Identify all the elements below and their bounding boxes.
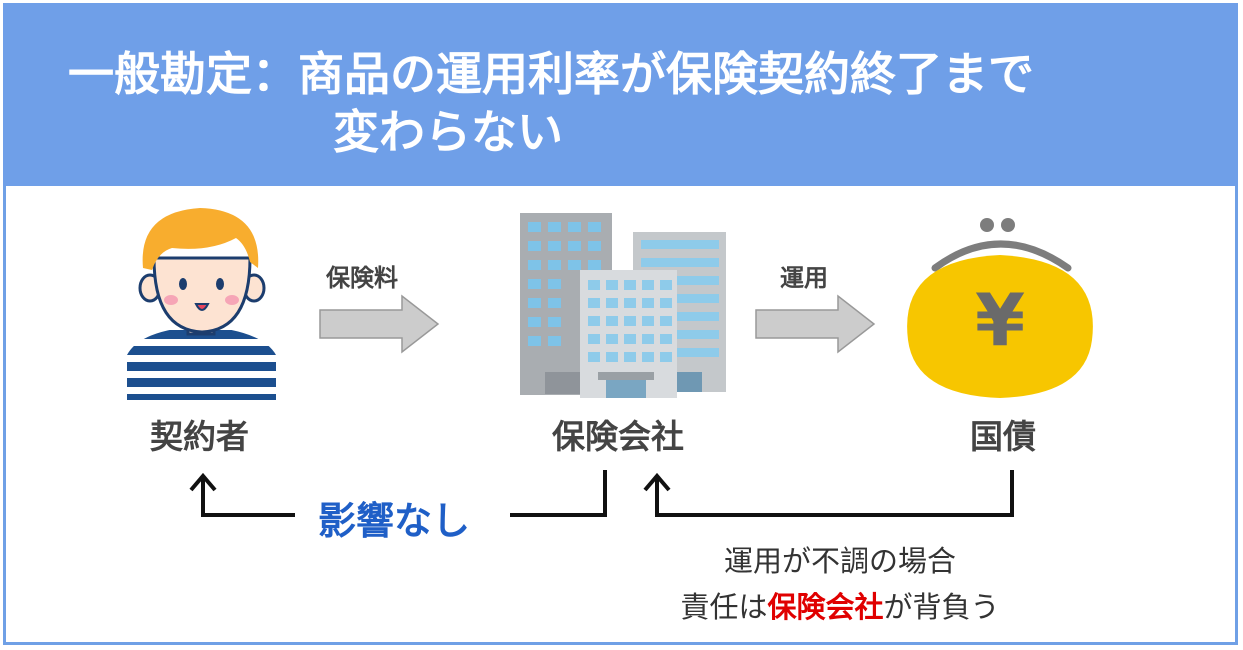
investment-arrow bbox=[755, 294, 876, 354]
note-line-2-prefix: 責任は bbox=[680, 590, 768, 624]
no-effect-label: 影響なし bbox=[318, 499, 471, 543]
note-line-2: 責任は保険会社が背負う bbox=[620, 584, 1060, 626]
note-line-2-suffix: が背負う bbox=[883, 590, 1000, 624]
responsibility-arrow bbox=[643, 470, 1014, 517]
title-line-1: 一般勘定：商品の運用利率が保険契約終了まで bbox=[68, 47, 1034, 101]
title-banner bbox=[3, 3, 1238, 186]
note-highlight-insurer: 保険会社 bbox=[767, 590, 884, 624]
insurer-building-illustration bbox=[520, 213, 726, 398]
policyholder-label: 契約者 bbox=[150, 417, 249, 456]
premium-label: 保険料 bbox=[326, 263, 398, 292]
bonds-purse-illustration bbox=[907, 218, 1093, 398]
title-line-2: 変わらない bbox=[333, 105, 563, 159]
no-effect-arrow bbox=[189, 470, 607, 517]
yen-icon: ¥ bbox=[974, 278, 1026, 362]
insurer-label: 保険会社 bbox=[552, 417, 684, 456]
bonds-label: 国債 bbox=[970, 417, 1036, 456]
note-line-1: 運用が不調の場合 bbox=[723, 544, 956, 578]
policyholder-illustration bbox=[127, 208, 276, 400]
investment-label: 運用 bbox=[780, 263, 828, 292]
premium-arrow bbox=[319, 294, 440, 354]
